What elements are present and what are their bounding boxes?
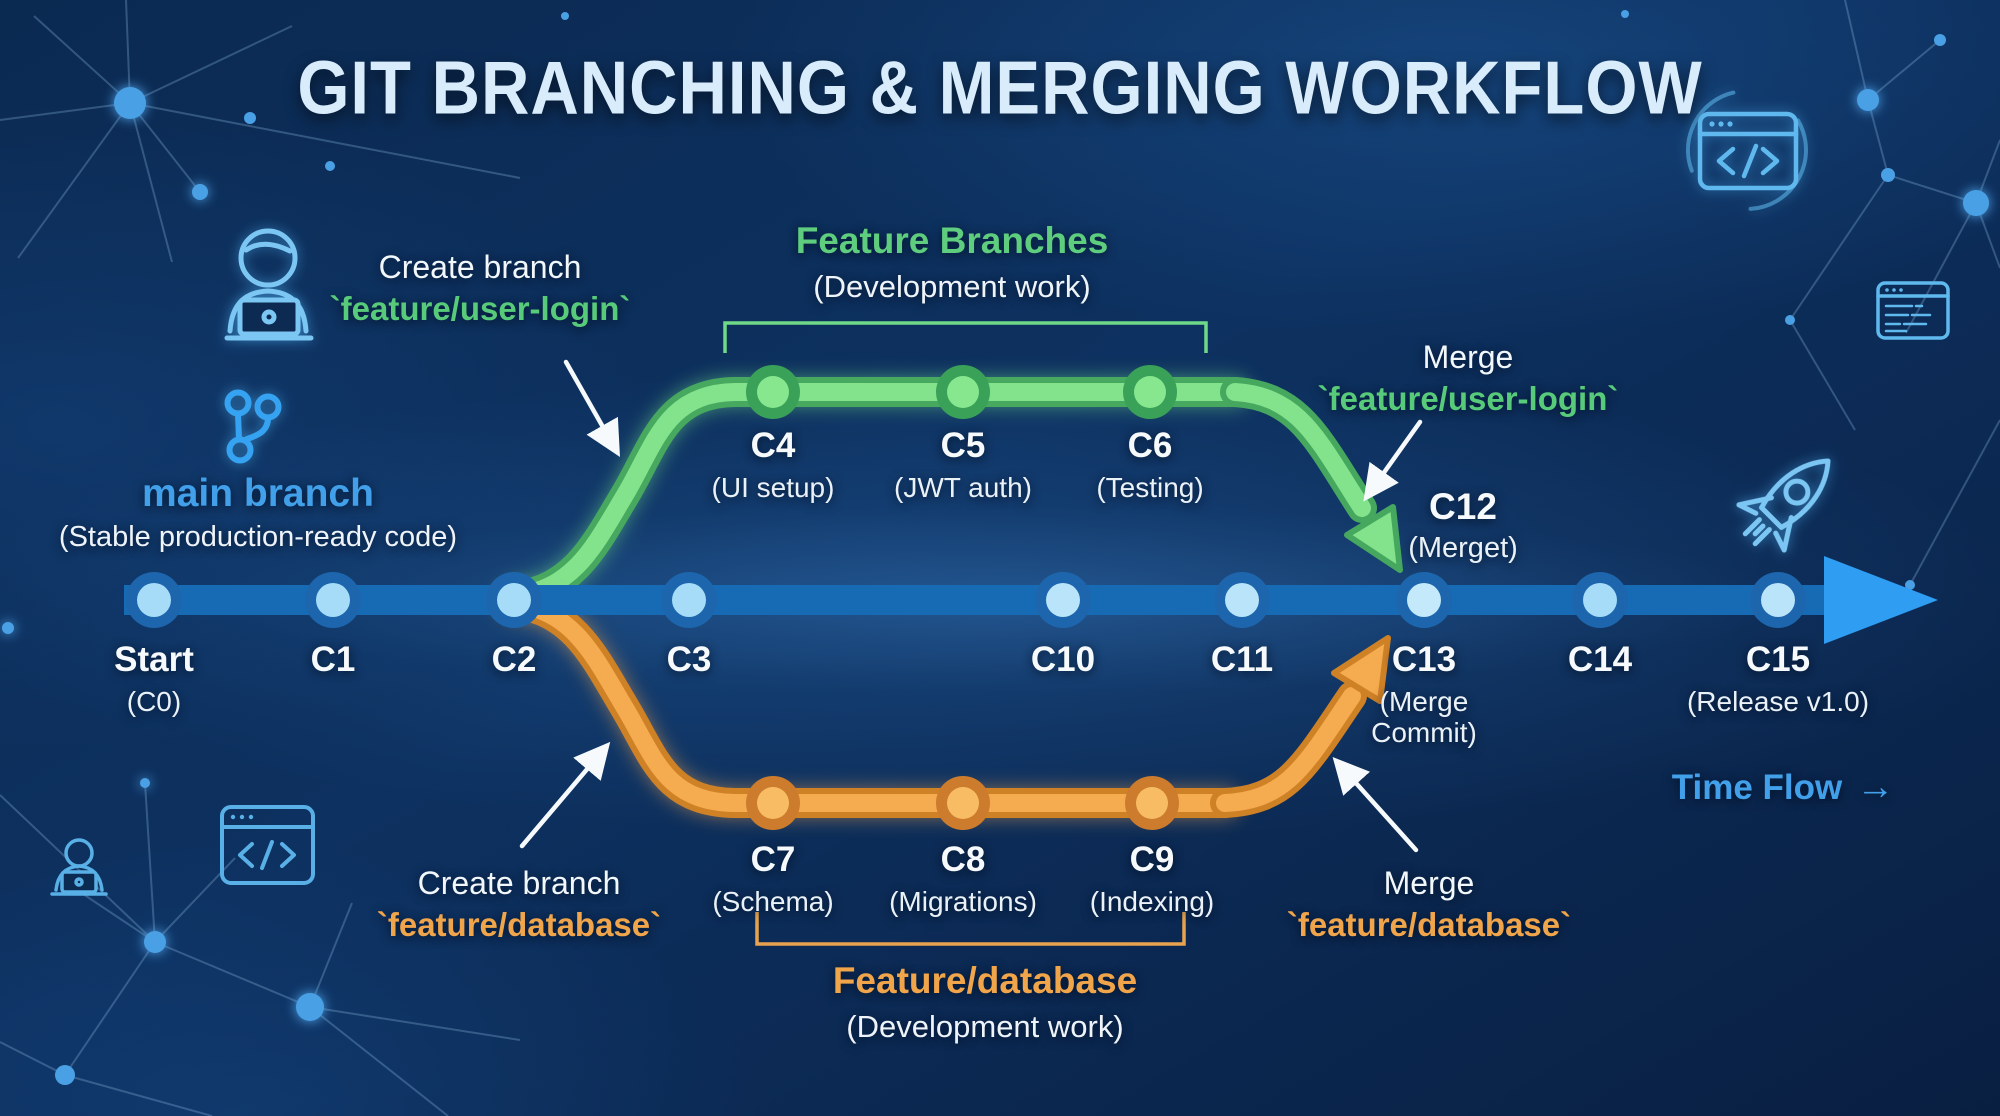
rocket-icon	[1736, 458, 1831, 553]
commit-label-c4: C4 (UI setup)	[711, 426, 835, 503]
create-database-arrow	[519, 741, 611, 849]
merge-login-arrow	[1220, 377, 1403, 573]
person-laptop-icon	[50, 838, 108, 896]
commit-node	[936, 365, 990, 419]
merge-database-arrow	[1210, 635, 1391, 818]
commit-node	[1123, 365, 1177, 419]
main-branch-line	[124, 556, 1938, 644]
right-arrow-icon: →	[1856, 766, 1895, 808]
commit-node	[126, 572, 182, 628]
commit-label-c6: C6 (Testing)	[1096, 426, 1204, 503]
commit-label-c15: C15 (Release v1.0)	[1686, 640, 1870, 717]
merge-login-annotation: Merge `feature/user-login`	[1317, 339, 1619, 418]
git-branch-icon	[224, 389, 282, 464]
commit-node	[1750, 572, 1806, 628]
commit-label-c10: C10	[1030, 640, 1096, 679]
commit-label-c9: C9 (Indexing)	[1089, 840, 1215, 917]
merge-commit-c12-label: C12 (Merget)	[1408, 486, 1518, 564]
commit-node	[1572, 572, 1628, 628]
merge-database-annotation: Merge `feature/database`	[1286, 865, 1572, 944]
commit-node	[746, 776, 800, 830]
commit-node	[486, 572, 542, 628]
feature-branches-subtitle: (Development work)	[813, 268, 1091, 304]
feature-login-commit-nodes	[746, 365, 1177, 419]
terminal-window-icon	[1876, 281, 1950, 340]
feature-branches-header: Feature Branches (Development work)	[795, 220, 1109, 305]
timeline-arrowhead	[1824, 556, 1938, 644]
code-window-icon	[220, 805, 315, 885]
commit-node	[305, 572, 361, 628]
feature-database-commit-nodes	[746, 776, 1179, 830]
commit-label-c8: C8 (Migrations)	[889, 840, 1037, 917]
commit-node	[1125, 776, 1179, 830]
feature-database-subtitle: (Development work)	[846, 1008, 1124, 1044]
commit-node	[661, 572, 717, 628]
create-login-annotation: Create branch `feature/user-login`	[329, 249, 631, 328]
commit-node	[936, 776, 990, 830]
commit-label-c7: C7 (Schema)	[712, 840, 834, 917]
feature-database-header: Feature/database (Development work)	[832, 960, 1138, 1045]
merge-login-arrow	[1363, 419, 1423, 502]
commit-label-c3: C3	[666, 640, 712, 679]
feature-login-branch-line	[501, 377, 1250, 611]
time-flow-label: Time Flow →	[1671, 766, 1895, 808]
commit-node	[1214, 572, 1270, 628]
main-branch-label: main branch (Stable production-ready cod…	[58, 472, 458, 553]
main-commit-nodes	[126, 572, 1806, 628]
commit-label-c2: C2	[491, 640, 537, 679]
feature-login-bracket	[723, 321, 1208, 353]
feature-branches-title: Feature Branches	[795, 220, 1109, 261]
network-nodes	[2, 10, 1989, 1085]
commit-node	[746, 365, 800, 419]
commit-label-start: Start (C0)	[114, 640, 194, 717]
commit-label-c14: C14	[1567, 640, 1633, 679]
feature-database-branch-line	[501, 589, 1240, 818]
commit-label-c11: C11	[1210, 640, 1274, 679]
annotation-arrows	[519, 359, 1423, 853]
create-login-arrow	[563, 359, 621, 458]
create-database-annotation: Create branch `feature/database`	[376, 865, 662, 944]
code-window-icon	[1686, 89, 1808, 211]
person-laptop-icon	[224, 228, 314, 341]
commit-label-c13: C13 (Merge Commit)	[1371, 640, 1477, 749]
commit-node	[1396, 572, 1452, 628]
feature-database-bracket	[755, 912, 1186, 946]
commit-label-c1: C1	[310, 640, 356, 679]
merge-database-arrow	[1332, 756, 1419, 853]
page-title: GIT BRANCHING & MERGING WORKFLOW	[297, 46, 1703, 131]
feature-database-title: Feature/database	[832, 960, 1138, 1001]
commit-label-c5: C5 (JWT auth)	[894, 426, 1032, 503]
commit-node	[1035, 572, 1091, 628]
